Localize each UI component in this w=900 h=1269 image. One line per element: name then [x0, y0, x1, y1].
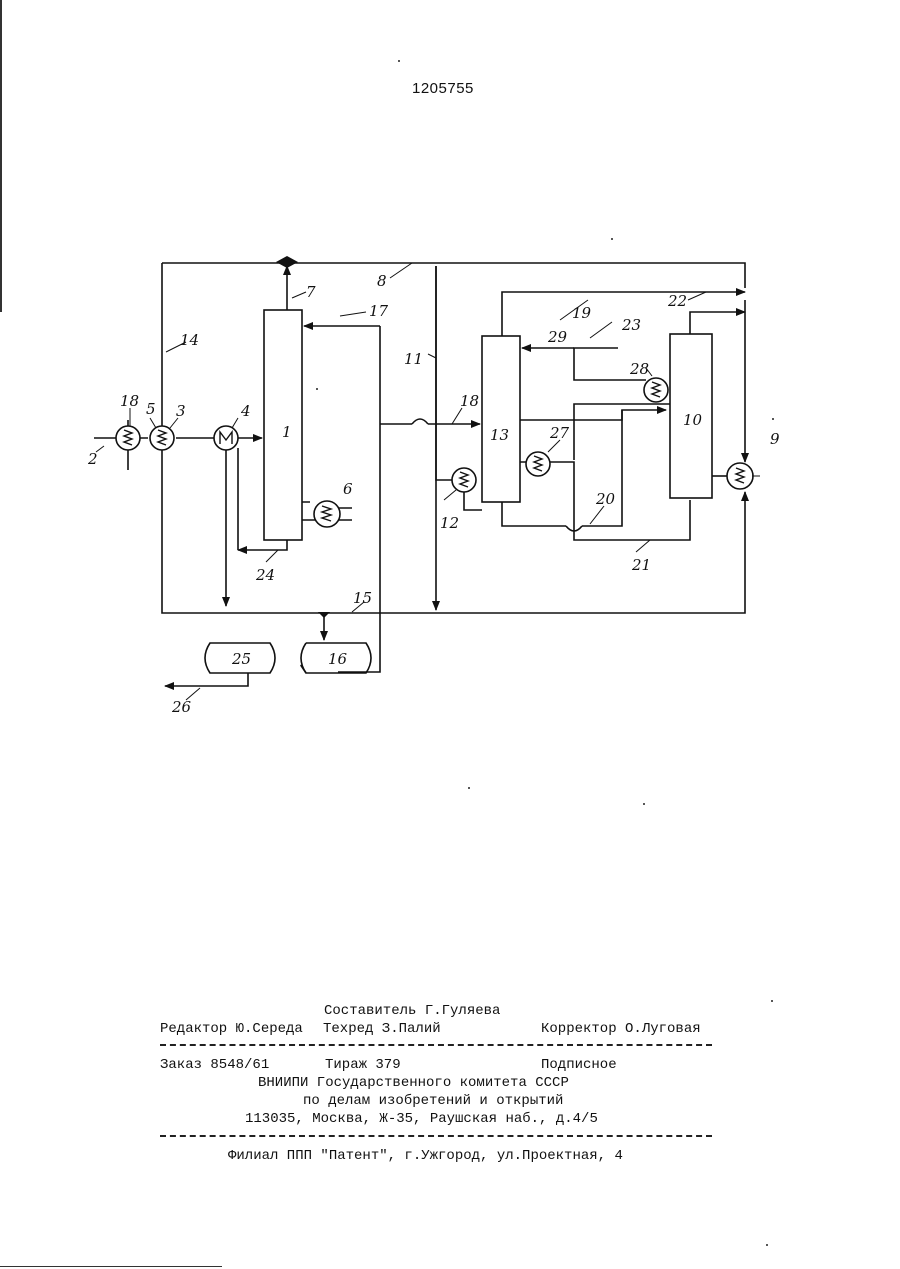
junction-15	[318, 612, 330, 618]
address-line: 113035, Москва, Ж-35, Раушская наб., д.4…	[245, 1111, 598, 1127]
label-25: 25	[231, 650, 251, 668]
label-27: 27	[549, 424, 570, 442]
line-22	[690, 312, 745, 334]
label-13: 13	[490, 426, 509, 444]
line-17-return	[338, 326, 380, 672]
label-18b: 18	[460, 392, 479, 410]
label-3: 3	[176, 402, 186, 420]
line-24	[238, 540, 287, 550]
techred-line: Техред З.Палий	[323, 1021, 441, 1037]
label-24: 24	[255, 566, 275, 584]
junction-7-8	[276, 256, 298, 268]
label-1: 1	[282, 423, 292, 441]
compiler-line: Составитель Г.Гуляева	[324, 1003, 500, 1019]
label-2: 2	[87, 450, 98, 468]
line-bottom-13	[502, 502, 566, 526]
label-23: 23	[621, 316, 641, 334]
label-29: 29	[547, 328, 568, 346]
scan-speck	[766, 1244, 768, 1246]
corrector-line: Корректор О.Луговая	[541, 1021, 701, 1037]
footer-divider-2	[160, 1135, 712, 1137]
label-6: 6	[343, 480, 353, 498]
line-26	[165, 673, 248, 686]
editor-line: Редактор Ю.Середа	[160, 1021, 303, 1037]
label-15: 15	[353, 589, 372, 607]
label-22: 22	[667, 292, 687, 310]
label-5: 5	[146, 400, 156, 418]
label-17: 17	[369, 302, 389, 320]
label-21: 21	[631, 556, 651, 574]
line-11	[436, 266, 452, 480]
scan-speck	[611, 238, 613, 240]
process-flow-diagram: 1 2 3 4 5 6 7 8 9 10 11 12 13 14 15 16 1…	[0, 0, 900, 760]
line-8	[162, 263, 745, 288]
line-20a	[520, 410, 666, 420]
bottom-margin-rule	[0, 1266, 222, 1267]
label-26: 26	[171, 698, 192, 716]
reboiler-12-return	[464, 490, 482, 510]
scan-speck	[398, 60, 400, 62]
diagram-labels: 1 2 3 4 5 6 7 8 9 10 11 12 13 14 15 16 1…	[87, 272, 780, 716]
label-9: 9	[770, 430, 780, 448]
label-10: 10	[683, 411, 703, 429]
label-28: 28	[629, 360, 649, 378]
scan-speck	[772, 418, 774, 420]
label-18a: 18	[120, 392, 139, 410]
scan-speck	[643, 803, 645, 805]
heater-4	[214, 426, 238, 450]
label-14: 14	[180, 331, 199, 349]
column-13	[482, 336, 520, 502]
order-line: Заказ 8548/61	[160, 1057, 269, 1073]
org-line-1: ВНИИПИ Государственного комитета СССР	[258, 1075, 569, 1091]
line-21	[574, 480, 690, 540]
label-19: 19	[572, 304, 592, 322]
scan-speck	[316, 388, 318, 390]
label-8: 8	[377, 272, 387, 290]
circulation-line: Тираж 379	[325, 1057, 401, 1073]
scan-speck	[771, 1000, 773, 1002]
scan-speck	[468, 787, 470, 789]
label-11: 11	[404, 350, 423, 368]
line-crossing	[412, 419, 428, 424]
label-7: 7	[306, 283, 316, 301]
label-20: 20	[595, 490, 616, 508]
footer-divider-1	[160, 1044, 712, 1046]
label-12: 12	[440, 514, 459, 532]
org-line-2: по делам изобретений и открытий	[303, 1093, 563, 1109]
branch-line: Филиал ППП "Патент", г.Ужгород, ул.Проек…	[228, 1148, 623, 1164]
subscription-line: Подписное	[541, 1057, 617, 1073]
drum-16-left	[301, 643, 306, 673]
label-4: 4	[240, 402, 251, 420]
label-16: 16	[328, 650, 348, 668]
